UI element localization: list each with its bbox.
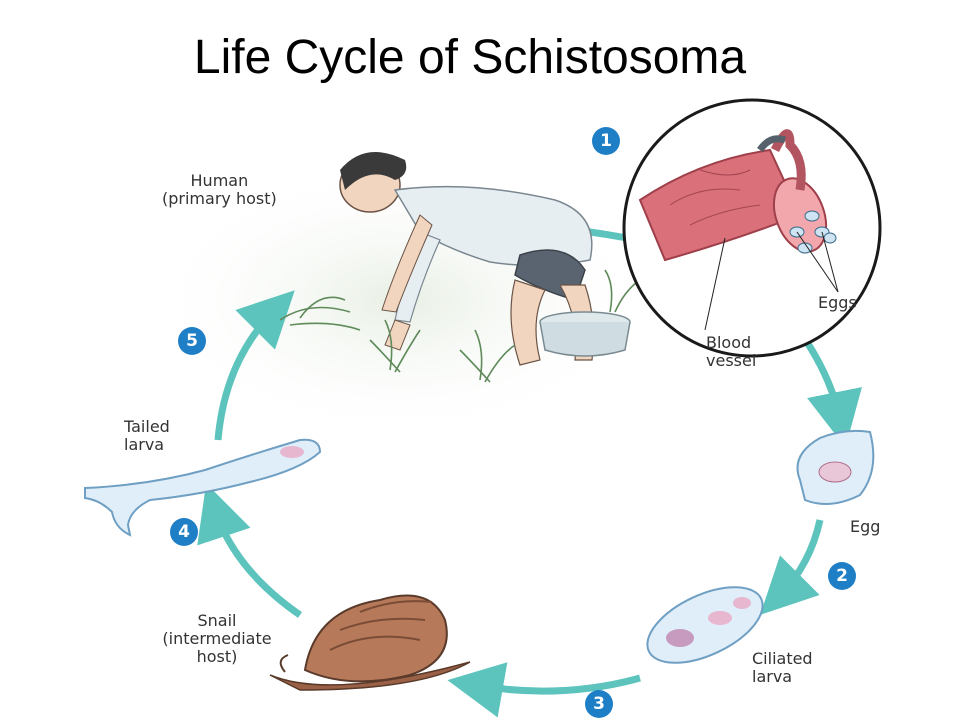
label-snail-line2: (intermediate	[162, 629, 272, 648]
label-ciliated-larva: Ciliated larva	[752, 650, 813, 686]
label-eggs-text: Eggs	[818, 293, 857, 312]
step-badge-1: 1	[592, 127, 620, 155]
label-ciliated-line2: larva	[752, 667, 793, 686]
label-snail: Snail (intermediate host)	[142, 612, 292, 666]
human-figure	[339, 152, 595, 366]
arrow-egg-to-ciliated	[760, 519, 824, 615]
step-badge-2: 2	[828, 562, 856, 590]
step-badge-3: 3	[585, 690, 613, 718]
step-badge-4: 4	[170, 518, 198, 546]
egg	[796, 429, 875, 505]
diagram-title: Life Cycle of Schistosoma	[193, 31, 747, 84]
label-eggs: Eggs	[818, 294, 857, 312]
arrow-tailed-to-human	[214, 290, 295, 441]
label-tailed-line1: Tailed	[124, 417, 170, 436]
label-human-line1: Human	[190, 171, 249, 190]
label-tailed-line2: larva	[124, 435, 165, 454]
label-tailed-larva: Tailed larva	[124, 418, 170, 454]
label-egg-text: Egg	[850, 517, 881, 536]
step-badge-5: 5	[178, 327, 206, 355]
label-ciliated-line1: Ciliated	[752, 649, 813, 668]
blood-vessel-zoom	[622, 98, 882, 358]
label-blood-line2: vessel	[706, 351, 757, 370]
label-human: Human (primary host)	[162, 172, 277, 208]
label-snail-line1: Snail	[197, 611, 237, 630]
basket	[539, 311, 631, 357]
label-snail-line3: host)	[196, 647, 238, 666]
arrow-snail-to-tailed	[197, 483, 302, 618]
arrow-ciliated-to-snail	[447, 662, 641, 718]
ciliated-larva	[646, 586, 764, 664]
label-human-line2: (primary host)	[162, 189, 277, 208]
label-blood-line1: Blood	[706, 333, 752, 352]
tailed-larva	[84, 438, 322, 537]
label-blood-vessel: Blood vessel	[706, 334, 756, 370]
snail	[269, 594, 471, 691]
label-egg: Egg	[850, 518, 880, 536]
